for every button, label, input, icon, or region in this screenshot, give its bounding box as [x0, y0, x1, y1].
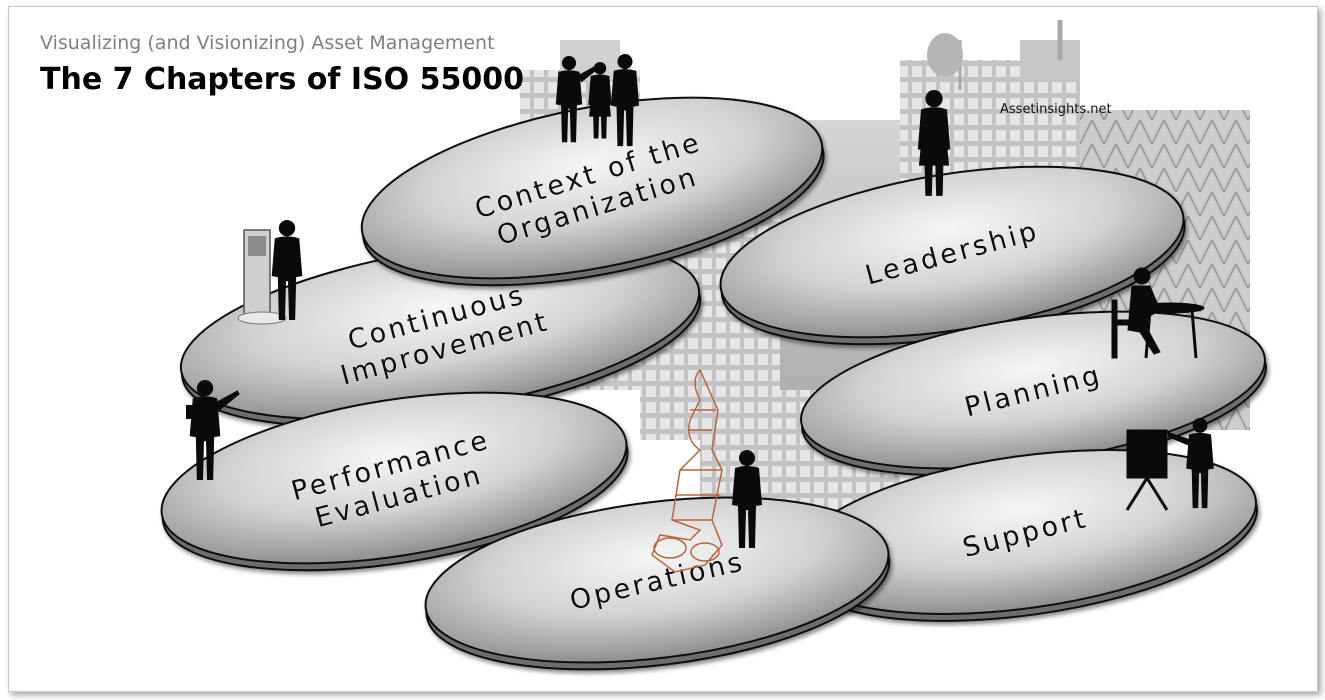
chapter-disc-improvement: ContinuousImprovement — [179, 239, 702, 427]
disc-face — [424, 496, 890, 664]
chapter-disc-performance: PerformanceEvaluation — [160, 391, 629, 572]
woman-at-desk-icon — [1111, 267, 1205, 359]
man-at-kiosk-icon — [237, 220, 303, 325]
diagram-title: The 7 Chapters of ISO 55000 — [40, 62, 524, 97]
presenter-at-flipchart-icon — [1125, 418, 1214, 511]
chapter-disc-leadership: Leadership — [719, 165, 1186, 346]
chapter-disc-planning: Planning — [800, 310, 1267, 477]
disc-face — [160, 391, 628, 565]
diagram-subtitle: Visualizing (and Visionizing) Asset Mana… — [40, 32, 495, 54]
watermark: Assetinsights.net — [1000, 102, 1112, 117]
inspector-with-clipboard-icon — [186, 380, 240, 480]
group-of-people-icon — [555, 54, 640, 147]
chapter-disc-context: Context of theOrganization — [360, 96, 825, 287]
leader-woman-icon — [917, 90, 951, 196]
engineer-with-machine-icon — [651, 368, 762, 573]
